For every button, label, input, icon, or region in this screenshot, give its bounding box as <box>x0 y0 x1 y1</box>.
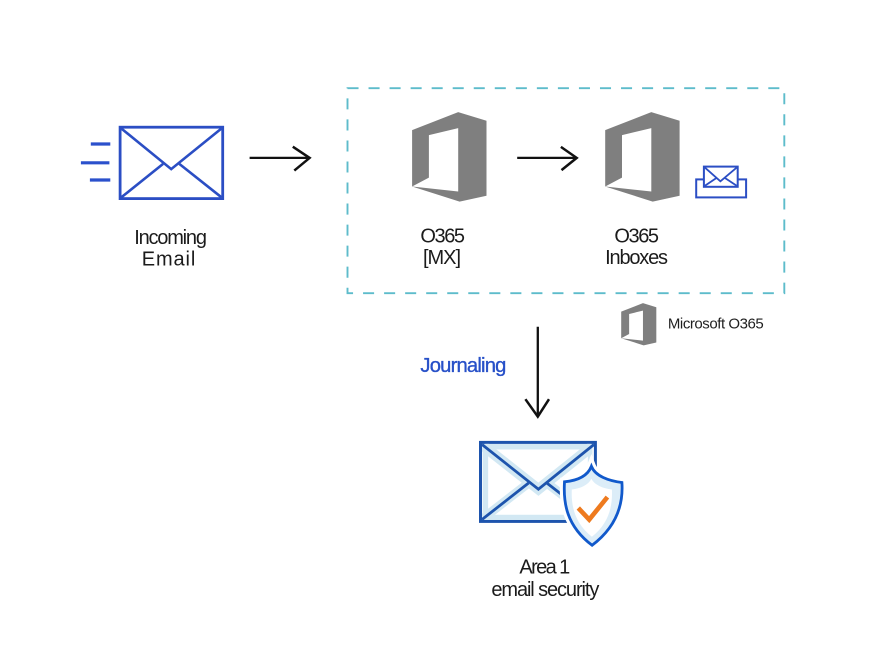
svg-text:O365: O365 <box>614 226 659 248</box>
svg-text:Email: Email <box>142 249 197 271</box>
svg-text:Incoming: Incoming <box>134 227 206 249</box>
svg-text:O365: O365 <box>420 225 465 247</box>
svg-text:Microsoft O365: Microsoft O365 <box>668 316 764 333</box>
svg-text:Inboxes: Inboxes <box>605 247 668 269</box>
svg-text:[MX]: [MX] <box>423 247 461 269</box>
svg-text:email security: email security <box>491 579 599 601</box>
svg-text:Area 1: Area 1 <box>519 557 570 579</box>
svg-text:Journaling: Journaling <box>420 355 505 377</box>
